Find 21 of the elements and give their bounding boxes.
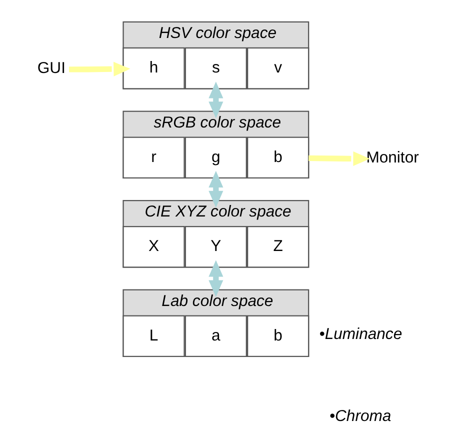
arrow	[69, 62, 130, 76]
node-box: s	[184, 47, 247, 90]
arrow	[208, 82, 224, 118]
node-text: Monitor	[366, 149, 419, 166]
node-box: Y	[184, 226, 247, 268]
node-box: r	[122, 136, 185, 178]
node-box: v	[247, 47, 310, 90]
node-box: Z	[247, 226, 310, 268]
label: •Luminance	[319, 326, 402, 344]
node-box: X	[122, 226, 185, 268]
node-text: GUI	[37, 60, 66, 78]
node-box: a	[184, 315, 247, 358]
node-box: g	[184, 136, 247, 178]
label: •Chroma	[329, 408, 392, 426]
arrow	[308, 151, 370, 166]
node-box: b	[247, 315, 310, 358]
arrow	[208, 170, 224, 208]
node-box: h	[122, 47, 185, 90]
node-box: b	[247, 136, 310, 178]
arrow	[208, 260, 224, 297]
node-box: L	[122, 315, 185, 358]
